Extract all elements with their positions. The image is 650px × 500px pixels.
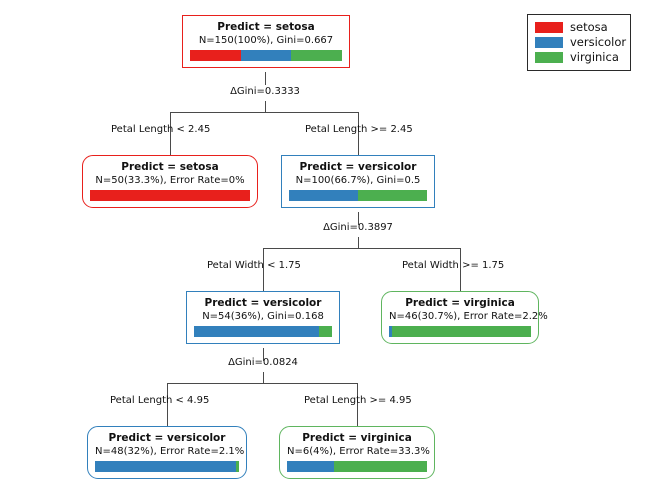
legend-item-versicolor: versicolor xyxy=(534,35,627,50)
bar-segment-virginica xyxy=(319,326,332,337)
node-title: Predict = versicolor xyxy=(204,297,322,309)
split-1-gini-label: ΔGini=0.3333 xyxy=(230,86,300,97)
legend-swatch-setosa-icon xyxy=(534,21,564,34)
class-distribution-bar xyxy=(289,190,427,201)
bar-segment-setosa xyxy=(90,190,250,201)
bar-segment-virginica xyxy=(358,190,427,201)
class-distribution-bar xyxy=(194,326,332,337)
connector-split2-stem xyxy=(358,237,359,249)
split-3-gini-label: ΔGini=0.0824 xyxy=(228,357,298,368)
node-stats: N=54(36%), Gini=0.168 xyxy=(202,311,324,322)
connector-split1-left xyxy=(170,112,171,158)
node-stats: N=48(32%), Error Rate=2.1% xyxy=(95,446,245,457)
tree-node-setosa-leaf[interactable]: Predict = setosa N=50(33.3%), Error Rate… xyxy=(82,155,258,208)
bar-segment-versicolor xyxy=(95,461,236,472)
bar-segment-virginica xyxy=(235,461,239,472)
node-stats: N=6(4%), Error Rate=33.3% xyxy=(287,446,430,457)
tree-node-root[interactable]: Predict = setosa N=150(100%), Gini=0.667 xyxy=(182,15,350,68)
bar-segment-versicolor xyxy=(389,326,393,337)
node-title: Predict = setosa xyxy=(121,161,219,173)
connector-split3-right xyxy=(357,383,358,429)
bar-segment-versicolor xyxy=(289,190,358,201)
connector-split1-stem xyxy=(265,101,266,113)
connector-split3-bar xyxy=(167,383,357,384)
split-1-left-label: Petal Length < 2.45 xyxy=(111,124,211,135)
legend-label: setosa xyxy=(570,20,608,34)
class-distribution-bar xyxy=(95,461,239,472)
node-title: Predict = setosa xyxy=(217,21,315,33)
node-title: Predict = versicolor xyxy=(299,161,417,173)
node-stats: N=150(100%), Gini=0.667 xyxy=(198,35,334,46)
connector-split1-bar xyxy=(170,112,359,113)
class-distribution-bar xyxy=(190,50,342,61)
split-3-left-label: Petal Length < 4.95 xyxy=(110,395,210,406)
connector-split3-stem xyxy=(263,372,264,384)
connector-split3-left xyxy=(167,383,168,429)
connector-split2-left xyxy=(263,248,264,294)
connector-root-down xyxy=(265,72,266,85)
legend-label: virginica xyxy=(570,50,619,64)
legend-swatch-virginica-icon xyxy=(534,51,564,64)
bar-segment-versicolor xyxy=(194,326,320,337)
bar-segment-virginica xyxy=(333,461,427,472)
bar-segment-versicolor xyxy=(240,50,292,61)
node-stats: N=50(33.3%), Error Rate=0% xyxy=(95,175,245,186)
connector-split1-right xyxy=(358,112,359,158)
legend-item-virginica: virginica xyxy=(534,50,624,65)
node-title: Predict = versicolor xyxy=(108,432,226,444)
split-3-right-label: Petal Length >= 4.95 xyxy=(304,395,412,406)
tree-node-versicolor-leaf[interactable]: Predict = versicolor N=48(32%), Error Ra… xyxy=(87,426,247,479)
connector-split2-bar xyxy=(263,248,460,249)
tree-node-versicolor-internal[interactable]: Predict = versicolor N=100(66.7%), Gini=… xyxy=(281,155,435,208)
split-2-left-label: Petal Width < 1.75 xyxy=(207,260,301,271)
legend-swatch-versicolor-icon xyxy=(534,36,564,49)
legend-item-setosa: setosa xyxy=(534,20,624,35)
tree-node-virginica-leaf[interactable]: Predict = virginica N=46(30.7%), Error R… xyxy=(381,291,548,344)
split-2-right-label: Petal Width >= 1.75 xyxy=(402,260,505,271)
bar-segment-virginica xyxy=(291,50,342,61)
node-title: Predict = virginica xyxy=(405,297,515,309)
tree-node-versicolor-internal-2[interactable]: Predict = versicolor N=54(36%), Gini=0.1… xyxy=(186,291,340,344)
tree-node-virginica-leaf-2[interactable]: Predict = virginica N=6(4%), Error Rate=… xyxy=(279,426,435,479)
connector-versicolor2-down xyxy=(263,348,264,361)
bar-segment-virginica xyxy=(392,326,531,337)
node-title: Predict = virginica xyxy=(302,432,412,444)
split-2-gini-label: ΔGini=0.3897 xyxy=(323,222,393,233)
node-stats: N=100(66.7%), Gini=0.5 xyxy=(295,175,421,186)
bar-segment-setosa xyxy=(190,50,241,61)
class-distribution-bar xyxy=(389,326,531,337)
class-legend: setosa versicolor virginica xyxy=(527,14,631,71)
connector-split2-right xyxy=(460,248,461,294)
split-1-right-label: Petal Length >= 2.45 xyxy=(305,124,413,135)
node-stats: N=46(30.7%), Error Rate=2.2% xyxy=(389,311,548,322)
class-distribution-bar xyxy=(90,190,250,201)
bar-segment-versicolor xyxy=(287,461,334,472)
legend-label: versicolor xyxy=(570,35,627,49)
class-distribution-bar xyxy=(287,461,427,472)
connector-versicolor-down xyxy=(358,212,359,225)
